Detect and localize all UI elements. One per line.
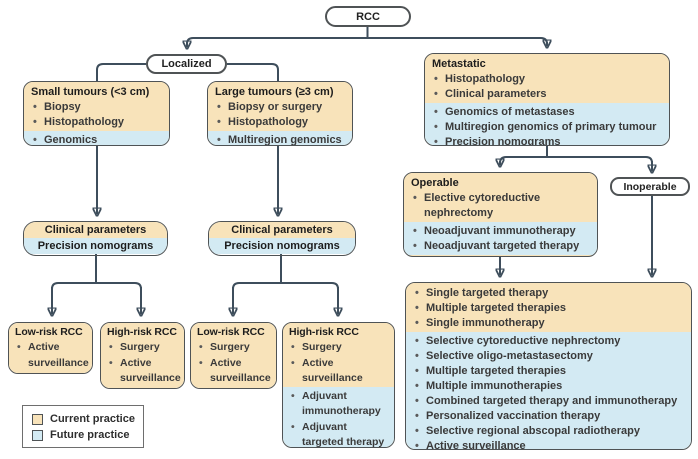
bullet-item: Adjuvant immunotherapy <box>289 389 389 420</box>
connector-clinical-right-split <box>232 282 339 290</box>
node-inoperable: Inoperable <box>610 177 690 196</box>
bullet-item: Selective regional abscopal radiotherapy <box>413 424 684 439</box>
small-tumours-current-list: BiopsyHistopathology <box>31 100 162 130</box>
bullet-item: Neoadjuvant immunotherapy <box>411 224 590 239</box>
operable-future-list: Neoadjuvant immunotherapyNeoadjuvant tar… <box>411 224 590 254</box>
legend: Current practice Future practice <box>22 405 144 448</box>
low-risk-large-list: SurgeryActive surveillance <box>197 340 271 386</box>
bullet-item: Surgery <box>107 340 179 356</box>
high-risk-small-list: SurgeryActive surveillance <box>107 340 181 387</box>
connector-localized-large <box>227 63 279 81</box>
bullet-item: Genomics <box>31 133 162 145</box>
box-metastatic-treatments: Single targeted therapyMultiple targeted… <box>405 282 692 450</box>
bullet-item: Genomics of metastases <box>432 105 662 120</box>
connector-top-horizontal <box>186 37 548 45</box>
box-small-tumours: Small tumours (<3 cm) BiopsyHistopatholo… <box>23 81 170 146</box>
small-tumours-future-list: Genomics <box>31 133 162 145</box>
bullet-item: Personalized vaccination therapy <box>413 409 684 424</box>
connector-localized-small <box>96 63 146 81</box>
bullet-item: Multiple targeted therapies <box>413 301 684 316</box>
bullet-item: Biopsy <box>31 100 162 115</box>
node-localized: Localized <box>146 54 227 74</box>
bullet-item: Single targeted therapy <box>413 286 684 301</box>
node-rcc-label: RCC <box>356 10 380 23</box>
bullet-item: Surgery <box>197 340 271 356</box>
box-metastatic-title: Metastatic <box>432 58 486 70</box>
box-metastatic: Metastatic HistopathologyClinical parame… <box>424 53 670 146</box>
bullet-item: Precision nomograms <box>432 135 662 145</box>
operable-current-list: Elective cytoreductive nephrectomy <box>411 191 590 221</box>
bullet-item: Adjuvant targeted therapy <box>289 420 389 447</box>
bullet-item: Multiple targeted therapies <box>413 364 684 379</box>
bullet-item: Multiple immunotherapies <box>413 379 684 394</box>
box-high-risk-small: High-risk RCC SurgeryActive surveillance <box>100 322 185 389</box>
bullet-item: Biopsy or surgery <box>215 100 345 115</box>
box-operable: Operable Elective cytoreductive nephrect… <box>403 172 598 257</box>
box-high-risk-large: High-risk RCC SurgeryActive surveillance… <box>282 322 395 448</box>
node-inoperable-label: Inoperable <box>623 180 677 193</box>
bullet-item: Active surveillance <box>107 356 181 387</box>
node-rcc: RCC <box>325 6 411 27</box>
bullet-item: Histopathology <box>215 115 345 130</box>
box-small-tumours-title: Small tumours (<3 cm) <box>31 86 150 98</box>
legend-future-label: Future practice <box>50 429 130 441</box>
bullet-item: Multiregion genomics of primary tumour <box>432 120 662 135</box>
current-practice-swatch <box>32 413 43 425</box>
bullet-item: Active surveillance <box>289 356 389 387</box>
bullet-item: Selective oligo-metastasectomy <box>413 349 684 364</box>
high-risk-large-future-list: Adjuvant immunotherapyAdjuvant targeted … <box>289 389 389 447</box>
high-risk-large-current-list: SurgeryActive surveillance <box>289 340 389 386</box>
clinical-right-current-row: Clinical parameters <box>209 222 355 238</box>
node-localized-label: Localized <box>161 58 212 70</box>
treatments-future-list: Selective cytoreductive nephrectomySelec… <box>413 334 684 449</box>
bullet-item: Active surveillance <box>15 340 89 371</box>
bullet-item: Neoadjuvant targeted therapy <box>411 239 590 254</box>
box-low-risk-large-title: Low-risk RCC <box>197 326 265 338</box>
future-practice-swatch <box>32 429 43 441</box>
metastatic-current-list: HistopathologyClinical parameters <box>432 72 662 102</box>
large-tumours-current-list: Biopsy or surgeryHistopathology <box>215 100 345 130</box>
box-high-risk-large-title: High-risk RCC <box>289 326 359 338</box>
bullet-item: Multiregion genomics <box>215 133 345 145</box>
legend-current-label: Current practice <box>50 413 135 425</box>
large-tumours-future-list: Multiregion genomics <box>215 133 345 145</box>
low-risk-small-list: Active surveillance <box>15 340 89 371</box>
bullet-item: Selective cytoreductive nephrectomy <box>413 334 684 349</box>
box-clinical-left: Clinical parameters Precision nomograms <box>23 221 168 256</box>
bullet-item: Elective cytoreductive nephrectomy <box>411 191 590 221</box>
bullet-item: Active surveillance <box>197 356 271 387</box>
clinical-left-current-row: Clinical parameters <box>24 222 167 238</box>
box-high-risk-small-title: High-risk RCC <box>107 326 177 338</box>
clinical-right-future-row: Precision nomograms <box>209 238 355 254</box>
legend-current-row: Current practice <box>32 411 143 427</box>
box-operable-title: Operable <box>411 177 459 189</box>
bullet-item: Histopathology <box>432 72 662 87</box>
bullet-item: Single immunotherapy <box>413 316 684 331</box>
box-low-risk-large: Low-risk RCC SurgeryActive surveillance <box>190 322 277 389</box>
clinical-left-future-row: Precision nomograms <box>24 238 167 254</box>
box-large-tumours-title: Large tumours (≥3 cm) <box>215 86 334 98</box>
legend-future-row: Future practice <box>32 427 143 443</box>
bullet-item: Active surveillance <box>413 439 684 449</box>
metastatic-future-list: Genomics of metastasesMultiregion genomi… <box>432 105 662 145</box>
box-low-risk-small: Low-risk RCC Active surveillance <box>8 322 93 374</box>
bullet-item: Histopathology <box>31 115 162 130</box>
box-large-tumours: Large tumours (≥3 cm) Biopsy or surgeryH… <box>207 81 353 146</box>
box-low-risk-small-title: Low-risk RCC <box>15 326 83 338</box>
treatments-current-list: Single targeted therapyMultiple targeted… <box>413 286 684 331</box>
bullet-item: Surgery <box>289 340 389 356</box>
connector-clinical-left-split <box>51 282 142 290</box>
bullet-item: Combined targeted therapy and immunother… <box>413 394 684 409</box>
bullet-item: Clinical parameters <box>432 87 662 102</box>
box-clinical-right: Clinical parameters Precision nomograms <box>208 221 356 256</box>
connector-metastatic-split <box>499 156 653 164</box>
